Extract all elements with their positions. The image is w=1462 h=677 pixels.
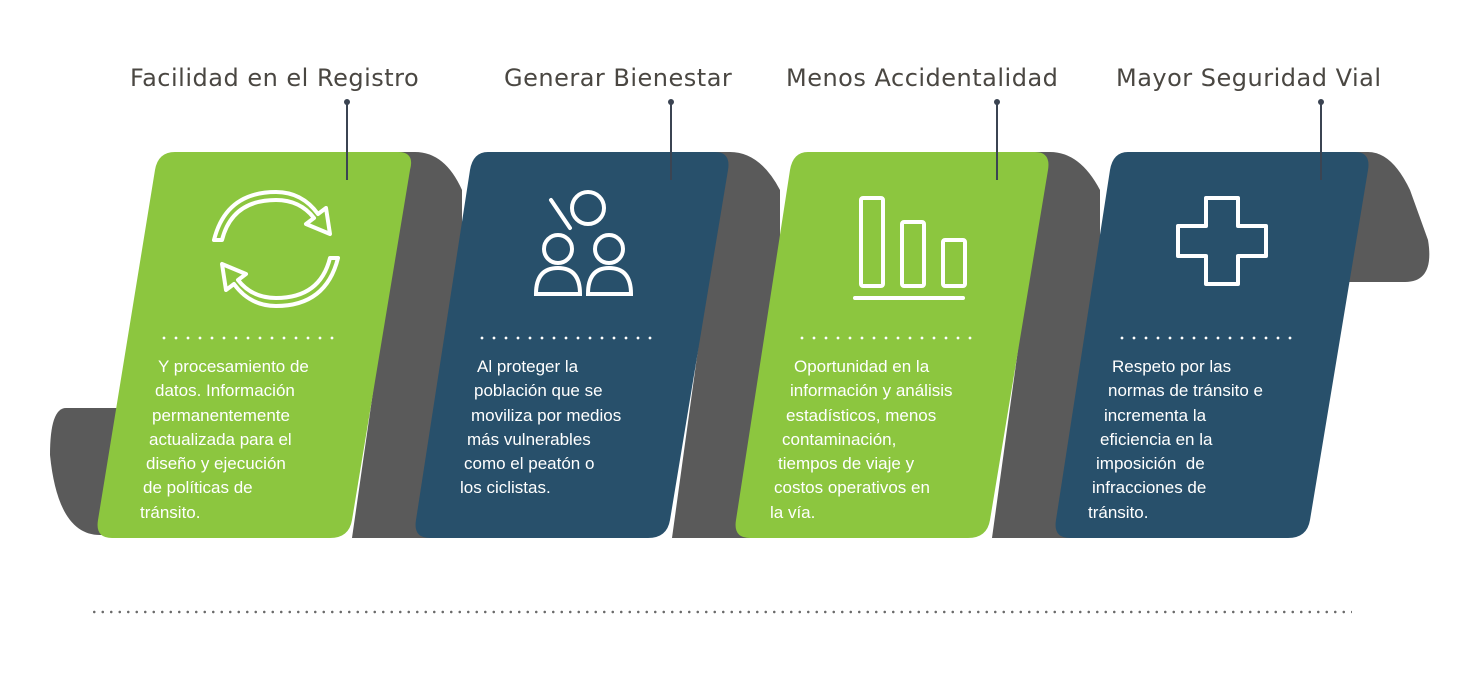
bottom-dotted-divider — [90, 610, 1352, 614]
desc-line: Oportunidad en la — [794, 357, 930, 376]
connector-pin-1 — [344, 99, 350, 180]
connector-pin-3 — [994, 99, 1000, 180]
desc-line: de políticas de — [143, 478, 253, 498]
step-description-1: Y procesamiento de datos. Información pe… — [140, 355, 309, 525]
desc-line: Respeto por las — [1112, 357, 1232, 376]
card-divider-3 — [796, 336, 976, 340]
card-divider-1 — [158, 336, 338, 340]
desc-line: imposición de — [1096, 454, 1205, 474]
desc-line: información y análisis — [790, 381, 953, 401]
desc-line: tiempos de viaje y — [778, 454, 915, 474]
card-divider-4 — [1116, 336, 1296, 340]
desc-line: población que se — [474, 381, 603, 401]
desc-line: costos operativos en — [774, 478, 930, 498]
desc-line: actualizada para el — [149, 429, 292, 449]
desc-line: normas de tránsito e — [1108, 381, 1263, 401]
connector-pin-4 — [1318, 99, 1324, 180]
desc-line: más vulnerables — [467, 429, 591, 449]
desc-line: como el peatón o — [464, 454, 595, 474]
desc-line: datos. Información — [155, 381, 295, 401]
card-seguridad — [1055, 152, 1369, 538]
desc-line: tránsito. — [1088, 502, 1149, 522]
card-facilidad — [97, 152, 412, 538]
desc-line: incrementa la — [1104, 405, 1207, 425]
card-accidentalidad — [735, 152, 1049, 538]
desc-line: eficiencia en la — [1100, 429, 1213, 449]
card-divider-2 — [476, 336, 656, 340]
desc-line: Y procesamiento de — [158, 357, 309, 376]
desc-line: los ciclistas. — [460, 478, 551, 498]
connector-pin-2 — [668, 99, 674, 180]
step-description-4: Respeto por las normas de tránsito e inc… — [1088, 355, 1263, 525]
bar-chart-icon — [853, 196, 967, 300]
desc-line: moviliza por medios — [471, 405, 622, 425]
step-description-2: Al proteger la población que se moviliza… — [459, 355, 621, 501]
plus-cross-icon — [1176, 196, 1268, 286]
step-description-3: Oportunidad en la información y análisis… — [770, 355, 953, 525]
people-group-icon — [533, 190, 634, 296]
step-title-3: Menos Accidentalidad — [786, 64, 1059, 92]
desc-line: Al proteger la — [477, 357, 579, 376]
card-bienestar — [415, 152, 729, 538]
desc-line: permanentemente — [152, 405, 290, 425]
desc-line: estadísticos, menos — [786, 405, 937, 425]
desc-line: diseño y ejecución — [146, 454, 286, 474]
step-title-2: Generar Bienestar — [504, 64, 733, 92]
desc-line: infracciones de — [1092, 478, 1207, 498]
step-title-4: Mayor Seguridad Vial — [1116, 64, 1382, 92]
desc-line: contaminación, — [782, 429, 897, 449]
refresh-arrows-icon — [212, 190, 340, 308]
desc-line: tránsito. — [140, 502, 201, 522]
desc-line: la vía. — [770, 502, 816, 522]
step-title-1: Facilidad en el Registro — [130, 64, 420, 92]
